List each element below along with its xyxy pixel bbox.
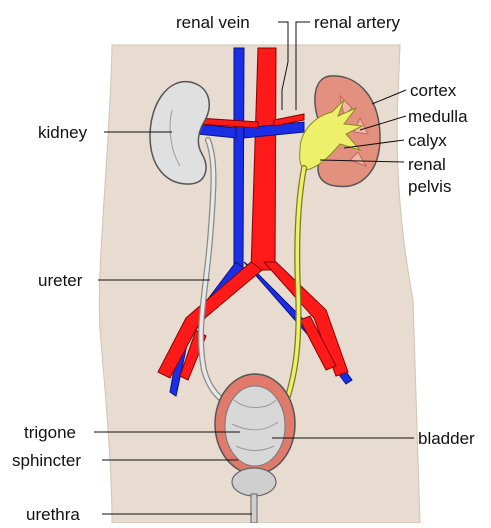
label-pelvis: pelvis — [408, 177, 451, 196]
vena-cava — [234, 48, 244, 270]
label-renal-vein: renal vein — [176, 13, 250, 32]
label-renal: renal — [408, 155, 446, 174]
label-kidney: kidney — [38, 123, 88, 142]
label-calyx: calyx — [408, 131, 447, 150]
label-sphincter: sphincter — [12, 451, 81, 470]
label-cortex: cortex — [410, 81, 457, 100]
label-renal-artery: renal artery — [314, 13, 400, 32]
label-bladder: bladder — [418, 429, 475, 448]
label-medulla: medulla — [408, 107, 468, 126]
label-ureter: ureter — [38, 271, 83, 290]
label-trigone: trigone — [24, 423, 76, 442]
label-urethra: urethra — [26, 505, 80, 523]
